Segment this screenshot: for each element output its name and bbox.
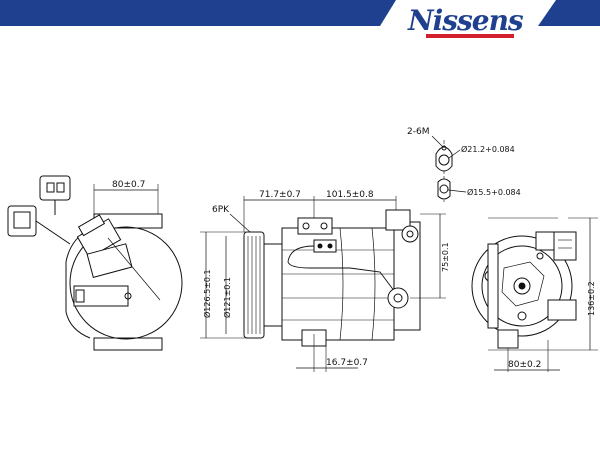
body-end-circle xyxy=(69,226,183,340)
dim-bottom-width-label: 80±0.2 xyxy=(508,360,541,370)
end-bottom-lug xyxy=(497,329,519,349)
discharge-port xyxy=(86,243,133,278)
small-port-bore xyxy=(439,184,449,194)
connector-pin-2 xyxy=(327,243,333,249)
connector-pin-1 xyxy=(317,243,323,249)
brand-logo-text: Nissens xyxy=(408,4,524,37)
banner-left-stripe xyxy=(0,0,396,26)
suction-port xyxy=(76,214,122,259)
end-connector-box xyxy=(553,231,577,261)
mount-thread-label: 2-6M xyxy=(407,127,429,137)
pulley-outline xyxy=(243,231,265,339)
end-bolt-2 xyxy=(517,311,527,321)
connector-plug-side xyxy=(7,205,37,237)
dim-bottom-offset-label: 16.7±0.7 xyxy=(326,358,368,368)
end-right-boss xyxy=(547,299,577,321)
compressor-body xyxy=(281,227,395,341)
dim-body-length-label: 101.5±0.8 xyxy=(326,190,374,200)
dim-top-width-label: 80±0.7 xyxy=(112,180,145,190)
end-hub xyxy=(513,277,531,295)
mount-thread-leader xyxy=(431,135,445,149)
rear-port-bore xyxy=(406,230,414,238)
top-lug-hole-2 xyxy=(320,222,328,230)
end-top-lug xyxy=(535,231,557,251)
small-port-flange xyxy=(437,178,451,200)
end-view-right: 136±0.2 80±0.2 xyxy=(471,217,598,372)
front-view-center: 71.7±0.7 101.5±0.8 6PK Ø126.5±0.1 Ø121±0… xyxy=(200,190,450,372)
belt-leader-line xyxy=(229,213,251,233)
end-shaft xyxy=(518,282,526,290)
lower-body-curve xyxy=(65,311,91,339)
connector-wire xyxy=(35,220,71,245)
rear-port-fitting xyxy=(401,225,419,243)
side-boss-bolt xyxy=(124,292,132,300)
end-bolt-3 xyxy=(536,252,544,260)
brand-logo: Nissens xyxy=(404,0,524,44)
belt-type-label: 6PK xyxy=(212,205,230,215)
dim-port-height-label: 75±0.1 xyxy=(441,242,450,272)
small-port-label: Ø15.5+0.084 xyxy=(467,187,521,197)
large-port-leader xyxy=(448,149,461,159)
banner-right-stripe xyxy=(538,0,600,26)
large-port-label: Ø21.2+0.084 xyxy=(461,144,515,154)
side-boss xyxy=(73,285,129,307)
large-port-bolt xyxy=(441,145,447,151)
connector-pin-left xyxy=(46,182,55,193)
header-banner xyxy=(0,0,600,26)
body-seam-2 xyxy=(371,227,376,341)
small-port-leader xyxy=(447,189,467,193)
connector-pin-right xyxy=(56,182,65,193)
body-seam-1 xyxy=(339,227,344,341)
dim-clutch-offset-label: 71.7±0.7 xyxy=(259,190,301,200)
large-port-flange xyxy=(435,146,453,172)
clutch-wire xyxy=(287,245,399,297)
port-detail: 2-6M Ø21.2+0.084 Ø15.5+0.084 xyxy=(407,127,521,202)
top-lug-hole-1 xyxy=(302,222,310,230)
rear-lower-boss-bore xyxy=(393,293,403,303)
end-left-flange xyxy=(487,243,499,329)
rear-port-top xyxy=(385,209,411,231)
top-mount-lug xyxy=(297,217,333,235)
dim-pulley-inner-label: Ø121±0.1 xyxy=(222,277,232,318)
electrical-connector xyxy=(313,239,337,253)
brand-logo-underline xyxy=(426,34,514,38)
side-boss-cap xyxy=(75,289,85,303)
bottom-mount-block xyxy=(93,337,163,351)
end-plate-outline xyxy=(501,261,545,307)
end-inner-circle xyxy=(481,245,563,327)
dim-total-height-label: 136±0.2 xyxy=(587,281,596,316)
side-view-left: 80±0.7 xyxy=(7,175,183,351)
dim-pulley-outer-label: Ø126.5±0.1 xyxy=(202,269,212,318)
rear-lower-boss xyxy=(387,287,409,309)
connector-plug-top xyxy=(39,175,71,201)
side-body-line xyxy=(107,237,161,301)
connector-socket xyxy=(13,211,31,229)
large-port-bore xyxy=(438,154,450,166)
clutch-housing xyxy=(263,243,283,327)
